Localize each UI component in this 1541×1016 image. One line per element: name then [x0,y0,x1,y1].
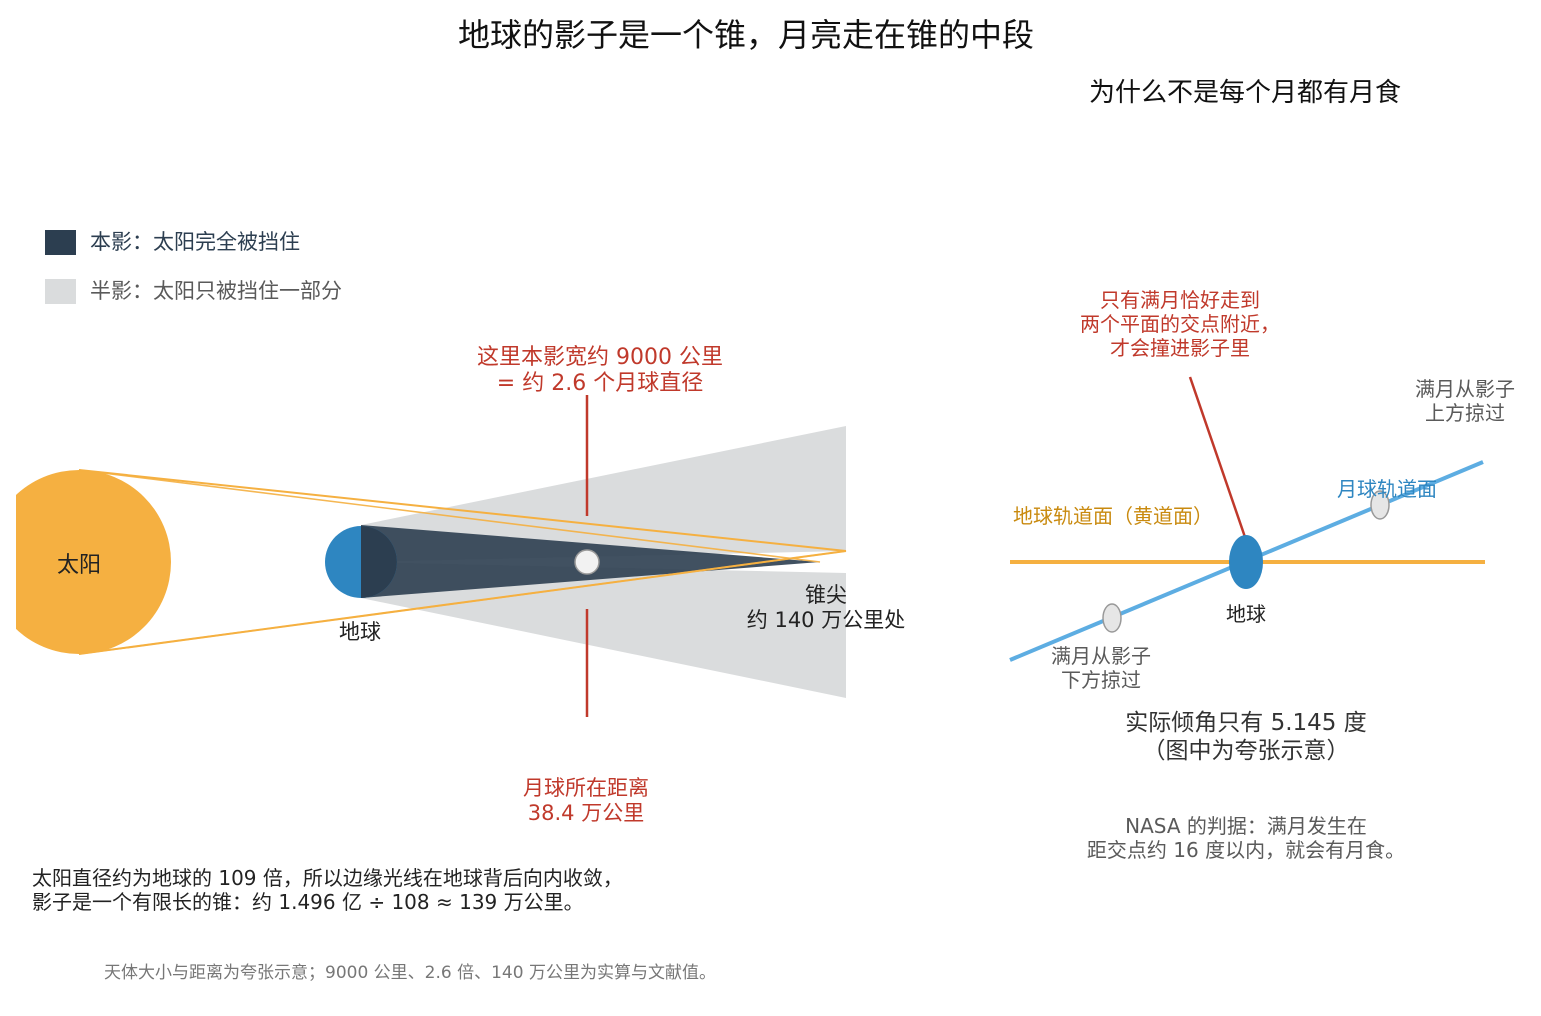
umbra-swatch [45,230,76,255]
earth-node-label: 地球 [1226,602,1266,626]
moon-orbit-label: 月球轨道面 [1337,477,1437,501]
moon [574,549,600,575]
umbra-legend-label: 本影：太阳完全被挡住 [90,230,300,254]
earth-at-node [1229,535,1263,589]
sun-label: 太阳 [57,553,102,578]
sun-edge-ray-upper [78,469,847,552]
penumbra-region [361,426,846,562]
tilt-note: 实际倾角只有 5.145 度 （图中为夸张示意） [1125,710,1367,764]
sun-crop-mask [0,460,16,665]
penumbra-region [361,562,846,698]
penumbra-legend-label: 半影：太阳只被挡住一部分 [90,279,342,303]
cone-tip-label: 锥尖 约 140 万公里处 [746,583,906,633]
earth-orbit-label: 地球轨道面（黄道面） [1013,504,1213,528]
node-pointer-line [1188,376,1248,541]
shadow-cone-diagram [0,395,847,717]
explanation-text: 太阳直径约为地球的 109 倍，所以边缘光线在地球背后向内收敛， 影子是一个有限… [32,866,623,914]
moon-below-label: 满月从影子 下方掠过 [1051,644,1151,692]
sun-cross-ray-upper [78,469,821,563]
umbra-width-note: 这里本影宽约 9000 公里 = 约 2.6 个月球直径 [477,345,723,397]
moon-below-shadow [1102,603,1122,633]
moon-above-label: 满月从影子 上方掠过 [1415,377,1515,425]
node-note: 只有满月恰好走到 两个平面的交点附近， 才会撞进影子里 [1080,288,1280,360]
nasa-note: NASA 的判据：满月发生在 距交点约 16 度以内，就会有月食。 [1086,814,1406,862]
page-subtitle: 为什么不是每个月都有月食 [1088,78,1401,108]
sun [0,470,171,654]
page-title: 地球的影子是一个锥，月亮走在锥的中段 [457,16,1034,54]
moon-distance-label: 月球所在距离 38.4 万公里 [523,776,649,826]
orbital-tilt-diagram [1009,376,1485,662]
sun-cross-ray-lower [78,550,847,655]
penumbra-swatch [45,279,76,304]
earth-night-side [361,526,397,598]
moon-above-shadow [1370,490,1390,520]
earth-label: 地球 [339,620,381,644]
footnote: 天体大小与距离为夸张示意；9000 公里、2.6 倍、140 万公里为实算与文献… [104,963,716,983]
